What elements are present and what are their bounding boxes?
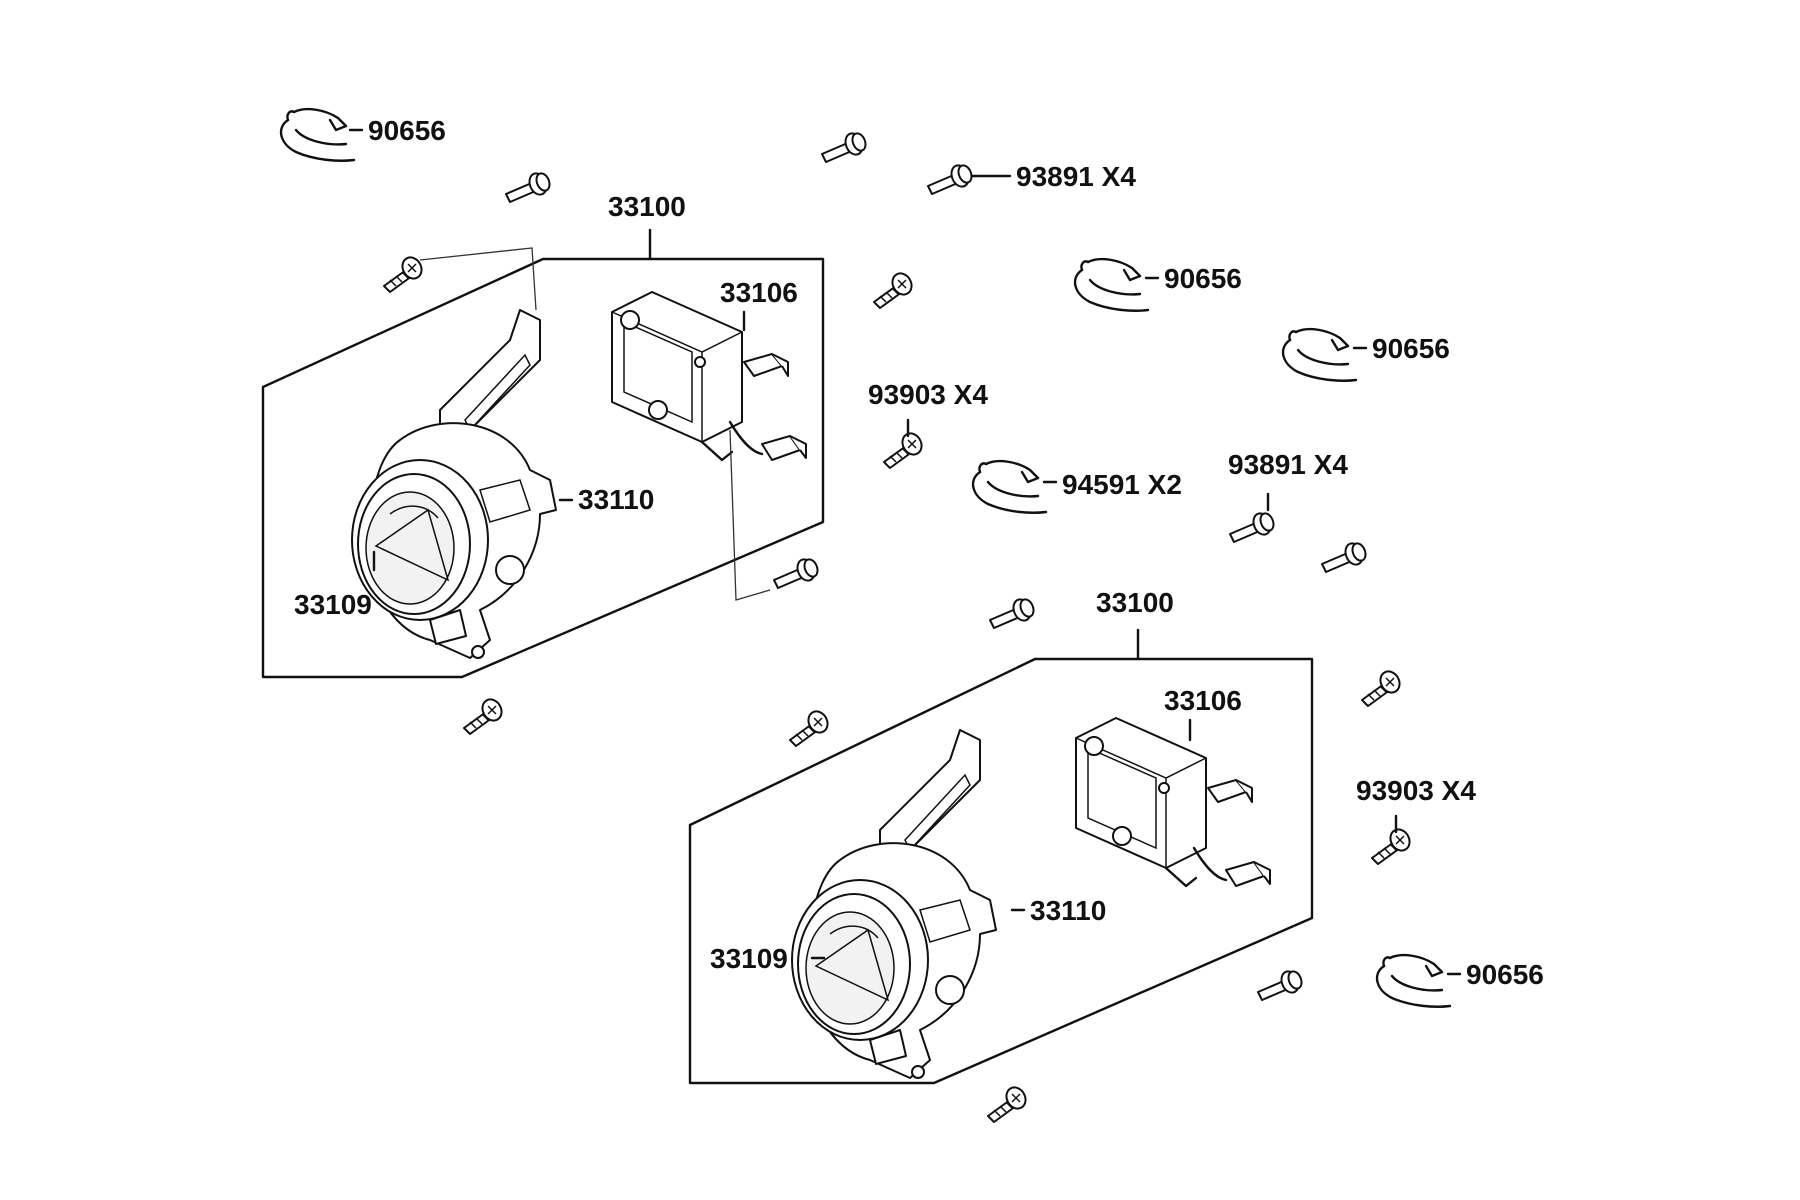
lamp-left-label: 33110: [578, 484, 654, 515]
assembly-left-frame: [261, 257, 825, 679]
clip-top-left: [279, 107, 356, 162]
lens-left-label: 33109: [294, 589, 372, 620]
assembly-right-frame: [688, 657, 1314, 1085]
lamp-left: [351, 309, 557, 659]
bolt-top-label: 93891 X4: [1016, 161, 1136, 192]
clip-bottom-right: [1375, 953, 1452, 1008]
bolt-6: [1229, 509, 1277, 543]
ballast-right-label: 33106: [1164, 685, 1242, 716]
screw-6: [1361, 666, 1405, 707]
clip-mid-label: 90656: [1164, 263, 1242, 294]
screw-1: [383, 252, 427, 293]
lens-right-label: 33109: [710, 943, 788, 974]
screw-4: [463, 694, 507, 735]
ballast-right: [1074, 716, 1272, 888]
lamp-right-label: 33110: [1030, 895, 1106, 926]
bolt-5: [989, 595, 1037, 629]
clip-right: [1281, 327, 1358, 382]
ballast-left-label: 33106: [720, 277, 798, 308]
band-clip-label: 94591 X2: [1062, 469, 1182, 500]
ballast-left: [610, 290, 808, 462]
clip-right-label: 90656: [1372, 333, 1450, 364]
clip-top-left-label: 90656: [368, 115, 446, 146]
assembly-left: 33100 33110 33109 33106: [261, 191, 825, 679]
assembly-right-label: 33100: [1096, 587, 1174, 618]
screw-mid-label: 93903 X4: [1356, 775, 1476, 806]
bolt-8: [1257, 967, 1305, 1001]
screw-top-label: 93903 X4: [868, 379, 988, 410]
screw-8: [987, 1082, 1031, 1123]
bolt-1: [505, 169, 553, 203]
screw-5: [789, 706, 833, 747]
assembly-right: 33100 33110 33109 33106: [688, 587, 1314, 1085]
screw-2: [873, 268, 917, 309]
clip-bottom-right-label: 90656: [1466, 959, 1544, 990]
screw-7: [1371, 824, 1415, 865]
assembly-left-label: 33100: [608, 191, 686, 222]
lamp-right: [791, 729, 997, 1079]
bolt-mid-label: 93891 X4: [1228, 449, 1348, 480]
band-clip: [971, 459, 1048, 514]
bolt-3: [927, 161, 975, 195]
clip-mid: [1073, 257, 1150, 312]
bolt-7: [1321, 539, 1369, 573]
bolt-2: [821, 129, 869, 163]
screw-3: [883, 428, 927, 469]
bolt-4: [773, 555, 821, 589]
